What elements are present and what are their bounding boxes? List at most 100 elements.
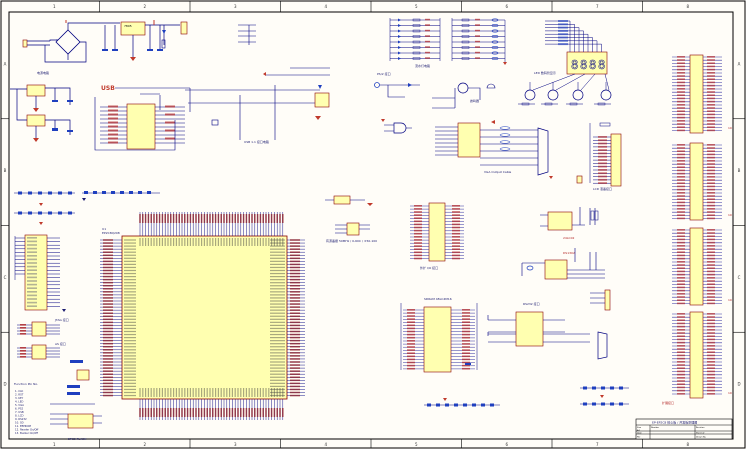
lcd-connector [610,133,622,187]
column-label: 6 [505,4,508,9]
uart-block: RS232 接口 [487,289,611,360]
segment-digit: 8 [571,58,578,72]
header-pin-count: 10 [728,213,732,217]
led-array-block [389,18,507,65]
note-item: 10. SD [15,421,24,425]
row-label: B [738,168,741,173]
ext-io-caption: 外扩 I/O 接口 [420,265,438,270]
fpga-ref: U1 [102,227,106,231]
note-item: 4. LED [15,400,23,404]
sdram-chip [423,306,452,373]
header-pin-count: 10 [728,391,732,395]
regulator-label: 7805 [124,24,132,28]
seg7-caption: LED 数码管显示 [534,70,556,75]
column-label: 4 [324,4,327,9]
eeprom-caption: 24LC02 [563,236,574,240]
note-item: 7. USB [15,410,24,414]
lcd-block: LCD 液晶接口 [576,122,622,191]
expansion-header [689,142,704,221]
title-block: EP-EP2C8 核心板 / 开发板原理图 Size A4 Number Rev… [635,418,733,440]
column-label: 8 [686,442,689,447]
ps2-header [604,289,611,311]
segment-digit: 8 [598,58,605,72]
file-label: File [637,437,641,439]
usb-title: USB [101,85,115,92]
ldo-1v2 [26,114,46,127]
fpga-block: U1 EP2C8Q208 [100,212,305,420]
flash-ic [67,413,94,429]
revision-label: Revision [696,427,705,429]
inner-frame [8,11,734,440]
expansion-header [689,54,704,134]
dc-jack [22,39,28,48]
reset-switch [76,369,90,381]
rtc-caption: DS1302 [563,251,575,255]
leds-caption: 流水灯电路 [415,63,430,68]
bridge-rectifier [55,29,81,55]
column-label: 5 [415,442,418,447]
column-label: 3 [234,442,237,447]
column-label: 2 [143,442,146,447]
ground-icon [130,57,136,61]
segment-digit: 8 [589,58,596,72]
fpga-part: EP2C8Q208 [102,231,120,235]
size-value: A4 [637,429,640,432]
note-item: 8. LCD [15,414,24,418]
sheet-label: Sheet of [696,432,705,435]
note-item: 5. VGA [15,403,24,407]
power-header [180,21,188,35]
header-pin-count: 10 [728,126,732,130]
row-label: C [738,275,741,280]
expansion-caption: 扩展接口 [662,400,674,405]
column-label: 7 [596,442,599,447]
note-item: 1. CLK [15,389,24,393]
vga-connector [537,127,549,176]
transistor-icon [547,89,559,101]
sdram-block: SDRAM 48LC4M16 [400,297,478,373]
config-block: JTAG 接口 AS 接口 EPCS FLASH [17,317,102,441]
row-label: A [738,61,741,66]
column-label: 1 [53,4,56,9]
note-item: 3. KEY [15,396,24,400]
note-item: 12. Reader On/Off [15,428,39,432]
flash-caption: EPCS FLASH [68,437,86,441]
usb-block: USB USB 1.1 接口电路 [94,67,330,151]
column-label: 6 [505,442,508,447]
transistor-icon [524,89,536,101]
note-item: 13. Buzzer On/Off [15,431,38,435]
title-block-title: EP-EP2C8 核心板 / 开发板原理图 [652,420,697,425]
decoupling-capacitors [14,191,160,225]
as-header [31,344,47,360]
rtc-block: DS1302 [521,248,605,280]
transistor-icon [572,89,584,101]
oscillator [333,195,351,205]
note-item: 11. EEPROM [15,424,31,428]
expansion-header [689,227,704,306]
eeprom-chip [547,211,573,231]
ldo-3v3 [26,84,46,97]
usb-connector [314,92,330,108]
header-pin-count: 10 [728,298,732,302]
osc-caption: 有源晶振 50MHz / 0-60C / ±50-100 [326,238,377,243]
column-label: 1 [53,442,56,447]
ext-io-block: 外扩 I/O 接口 [410,202,464,270]
bottom-capacitors [424,386,629,407]
rtc-chip [544,259,568,280]
column-label: 4 [324,442,327,447]
drawn-label: Drawn By [696,436,706,439]
transistor-icon [600,89,612,101]
jtag-caption: JTAG 接口 [54,317,69,322]
row-label: B [4,168,7,173]
power-led-icon [162,30,166,34]
jtag-header [31,321,47,337]
uart-caption: RS232 接口 [523,301,540,306]
expansion-headers: 10 10 10 10 [672,54,732,399]
seven-segment-display [566,51,608,75]
net-table [238,24,256,45]
note-item: 9. RS232 [15,417,27,421]
row-label: C [4,275,7,280]
